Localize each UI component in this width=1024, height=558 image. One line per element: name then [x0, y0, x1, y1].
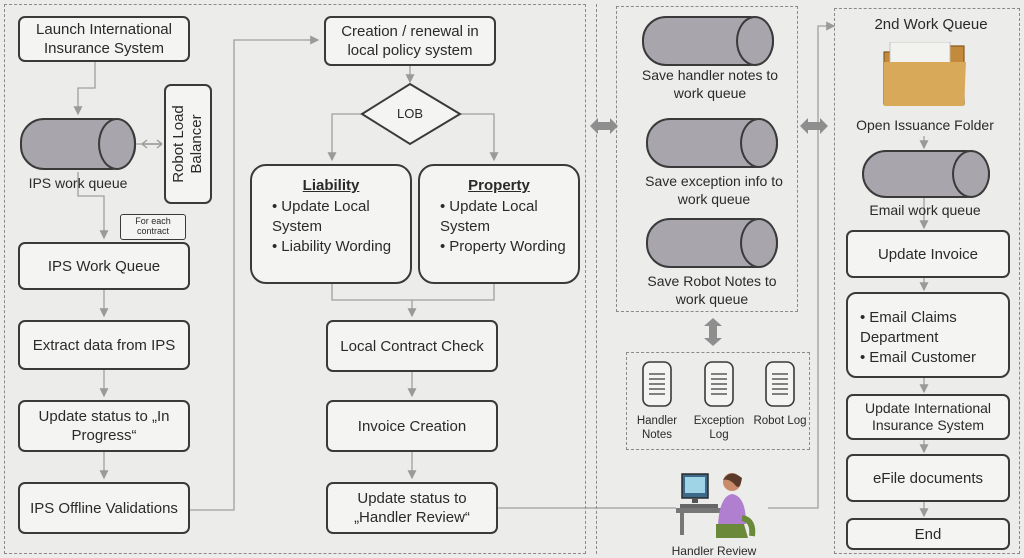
ips-work-queue-box: IPS Work Queue [18, 242, 190, 290]
lob-label: LOB [396, 106, 423, 121]
second-work-queue-title: 2nd Work Queue [874, 16, 988, 33]
exchange-arrow-vertical-icon [704, 318, 722, 346]
liability-item: Update Local System [272, 197, 400, 237]
lob-decision-diamond [360, 82, 462, 146]
email-work-queue-cylinder [862, 150, 990, 198]
ips-offline-validations-box: IPS Offline Validations [18, 482, 190, 534]
invoice-creation-box: Invoice Creation [326, 400, 498, 452]
liability-box: Liability Update Local System Liability … [250, 164, 412, 284]
property-item: Update Local System [440, 197, 568, 237]
handler-review-label: Handler Review [671, 544, 757, 558]
launch-ips-box: Launch International Insurance System [18, 16, 190, 62]
exception-info-queue-cylinder [646, 118, 778, 168]
queue-label: Save exception info to work queue [645, 173, 783, 207]
end-box: End [846, 518, 1010, 550]
ips-queue-label: IPS work queue [28, 175, 128, 191]
exchange-arrow-icon [590, 118, 618, 134]
robot-notes-queue-cylinder [646, 218, 778, 268]
for-each-contract-note: For each contract [120, 214, 186, 240]
update-status-handler-review-box: Update status to „Handler Review“ [326, 482, 498, 534]
log-label: Robot Log [753, 415, 807, 427]
property-title: Property [468, 177, 530, 194]
main-process-zone [4, 4, 586, 554]
property-item: Property Wording [440, 237, 568, 257]
ips-work-queue-cylinder [20, 118, 136, 170]
creation-renewal-box: Creation / renewal in local policy syste… [324, 16, 496, 66]
folder-icon [883, 42, 966, 106]
extract-data-box: Extract data from IPS [18, 320, 190, 370]
email-item: Email Claims Department [860, 308, 1000, 348]
local-contract-check-box: Local Contract Check [326, 320, 498, 372]
efile-documents-box: eFile documents [846, 454, 1010, 502]
update-status-in-progress-box: Update status to „In Progress“ [18, 400, 190, 452]
divider-line [596, 4, 597, 554]
robot-load-balancer-box: Robot Load Balancer [164, 84, 212, 204]
exchange-arrow-icon [800, 118, 828, 134]
update-international-insurance-box: Update International Insurance System [846, 394, 1010, 440]
liability-title: Liability [302, 177, 360, 194]
document-icon [642, 361, 672, 407]
handler-notes-queue-cylinder [642, 16, 774, 66]
property-box: Property Update Local System Property Wo… [418, 164, 580, 284]
update-invoice-box: Update Invoice [846, 230, 1010, 278]
queue-label: Save handler notes to work queue [641, 67, 779, 101]
liability-list: Update Local System Liability Wording [262, 197, 400, 257]
open-issuance-folder-label: Open Issuance Folder [856, 117, 994, 133]
logs-zone [626, 352, 810, 450]
queue-label: Save Robot Notes to work queue [647, 273, 777, 307]
log-label: Handler Notes [636, 415, 678, 441]
liability-item: Liability Wording [272, 237, 400, 257]
email-list: Email Claims Department Email Customer [856, 308, 1000, 368]
email-queue-label: Email work queue [869, 202, 981, 218]
email-item: Email Customer [860, 348, 1000, 368]
queues-zone [616, 6, 798, 312]
property-list: Update Local System Property Wording [430, 197, 568, 257]
email-box: Email Claims Department Email Customer [846, 292, 1010, 378]
log-label: Exception Log [693, 415, 745, 441]
document-icon [765, 361, 795, 407]
second-queue-zone [834, 8, 1020, 554]
handler-person-icon [676, 473, 756, 538]
document-icon [704, 361, 734, 407]
double-arrow-icon [141, 139, 163, 149]
